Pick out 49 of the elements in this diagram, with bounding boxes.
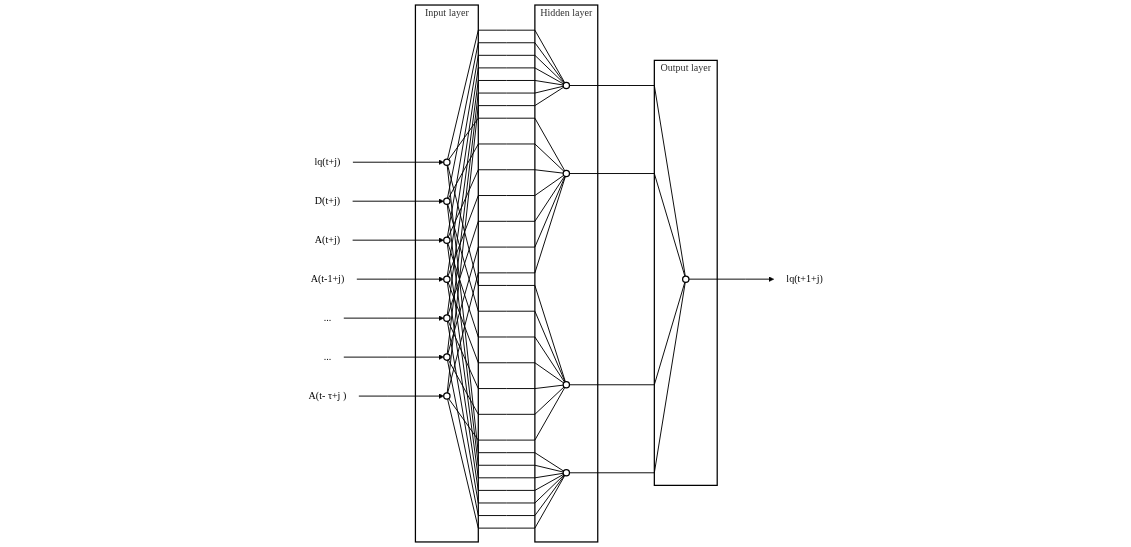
cluster: Input layer (414, 4, 479, 543)
connector (568, 281, 686, 386)
connector (447, 143, 565, 199)
node-circle (562, 381, 570, 389)
connector (447, 175, 565, 316)
node-circle (442, 158, 451, 166)
node-circle (442, 197, 451, 205)
node-text: ... (323, 312, 331, 324)
node-text: A(t-1+j) (310, 273, 344, 285)
connector (447, 175, 566, 355)
connector (446, 54, 565, 238)
node-text: lq(t+1+j) (786, 273, 823, 285)
node-circle (442, 392, 451, 400)
connector (447, 169, 564, 238)
node-text: lq(t+j) (314, 156, 341, 168)
connector (447, 320, 564, 390)
node-circle (562, 81, 570, 90)
node-text: A(t+j) (314, 234, 340, 246)
node-circle (681, 275, 690, 283)
connector (446, 281, 564, 491)
connector (446, 242, 564, 479)
connector (446, 67, 564, 277)
connector (447, 203, 566, 383)
node-circle (562, 469, 570, 477)
node-circle (442, 314, 451, 322)
cluster: Output layer (653, 59, 718, 486)
connector (446, 359, 565, 516)
connector (446, 42, 565, 199)
connector (447, 387, 565, 441)
connector (447, 117, 565, 172)
node-circle (442, 275, 451, 283)
node-circle (442, 236, 451, 244)
node-text: A(t- τ+j ) (308, 390, 347, 402)
node-text: D(t+j) (314, 195, 340, 207)
node-text: ... (323, 351, 331, 363)
node-circle (562, 169, 570, 178)
node-circle (442, 353, 451, 361)
connector (568, 173, 686, 277)
connector (447, 359, 565, 415)
connector (447, 242, 565, 383)
cluster: Hidden layer (534, 4, 599, 543)
connector (447, 281, 564, 384)
connector (446, 320, 565, 504)
connector (568, 85, 686, 277)
connector (446, 29, 565, 160)
connector (446, 398, 565, 529)
connector (447, 174, 564, 277)
connector (446, 80, 564, 316)
connector (568, 281, 686, 474)
